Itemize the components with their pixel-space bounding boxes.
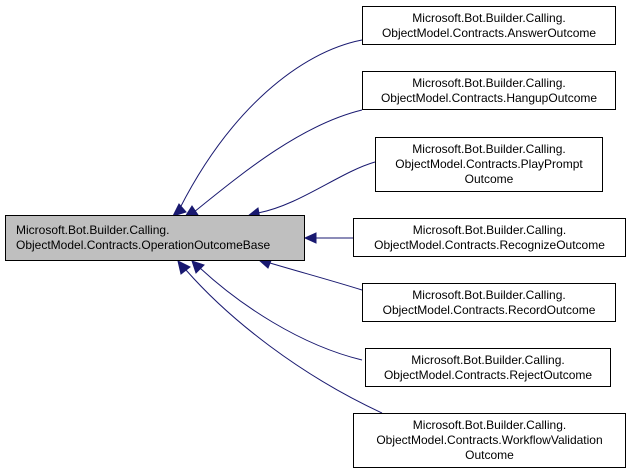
arrowhead-answer (172, 203, 187, 217)
derived-node-reject-outcome[interactable]: Microsoft.Bot.Builder.Calling. ObjectMod… (365, 348, 611, 387)
arrowhead-workflow (177, 260, 191, 275)
edge-hangup-to-base (193, 109, 363, 213)
base-class-label-line2: ObjectModel.Contracts.OperationOutcomeBa… (16, 238, 271, 252)
edge-playprompt-to-base (257, 161, 376, 214)
node-label-line: ObjectModel.Contracts.PlayPrompt (395, 157, 583, 171)
node-label-line: ObjectModel.Contracts.AnswerOutcome (381, 25, 597, 40)
node-label-line: ObjectModel.Contracts.RecognizeOutcome (374, 237, 605, 252)
node-label-line: Microsoft.Bot.Builder.Calling. (412, 222, 567, 237)
derived-node-hangup-outcome[interactable]: Microsoft.Bot.Builder.Calling. ObjectMod… (362, 71, 616, 110)
derived-node-recognize-outcome[interactable]: Microsoft.Bot.Builder.Calling. ObjectMod… (353, 218, 626, 257)
node-label-line: Microsoft.Bot.Builder.Calling. (412, 287, 566, 302)
node-label-line: Microsoft.Bot.Builder.Calling. (411, 352, 565, 367)
edge-answer-to-base (179, 39, 363, 209)
node-label-line: ObjectModel.Contracts.RejectOutcome (383, 367, 593, 382)
node-label-line: Microsoft.Bot.Builder.Calling. (412, 418, 567, 432)
base-class-label-line1: Microsoft.Bot.Builder.Calling. (16, 223, 170, 237)
edge-reject-to-base (199, 267, 363, 361)
node-label-line: Microsoft.Bot.Builder.Calling. (412, 75, 566, 90)
node-label-line: Outcome (464, 172, 514, 186)
arrowhead-reject (191, 260, 205, 274)
derived-node-playprompt-outcome[interactable]: Microsoft.Bot.Builder.Calling. ObjectMod… (375, 137, 603, 192)
arrowhead-recognize (303, 232, 317, 244)
node-label-line: ObjectModel.Contracts.RecordOutcome (382, 302, 596, 317)
node-label-line: Microsoft.Bot.Builder.Calling. (412, 142, 566, 156)
edge-workflow-to-base (185, 269, 383, 414)
edge-record-to-base (269, 262, 363, 291)
derived-node-workflowvalidation-outcome[interactable]: Microsoft.Bot.Builder.Calling. ObjectMod… (353, 413, 626, 468)
derived-node-answer-outcome[interactable]: Microsoft.Bot.Builder.Calling. ObjectMod… (362, 6, 616, 45)
node-label-line: ObjectModel.Contracts.WorkflowValidation (376, 433, 603, 447)
derived-node-record-outcome[interactable]: Microsoft.Bot.Builder.Calling. ObjectMod… (362, 283, 616, 322)
base-class-node[interactable]: Microsoft.Bot.Builder.Calling. ObjectMod… (5, 215, 305, 261)
node-label-line: Microsoft.Bot.Builder.Calling. (412, 10, 566, 25)
node-label-line: ObjectModel.Contracts.HangupOutcome (380, 90, 598, 105)
node-label-line: Outcome (465, 448, 514, 462)
